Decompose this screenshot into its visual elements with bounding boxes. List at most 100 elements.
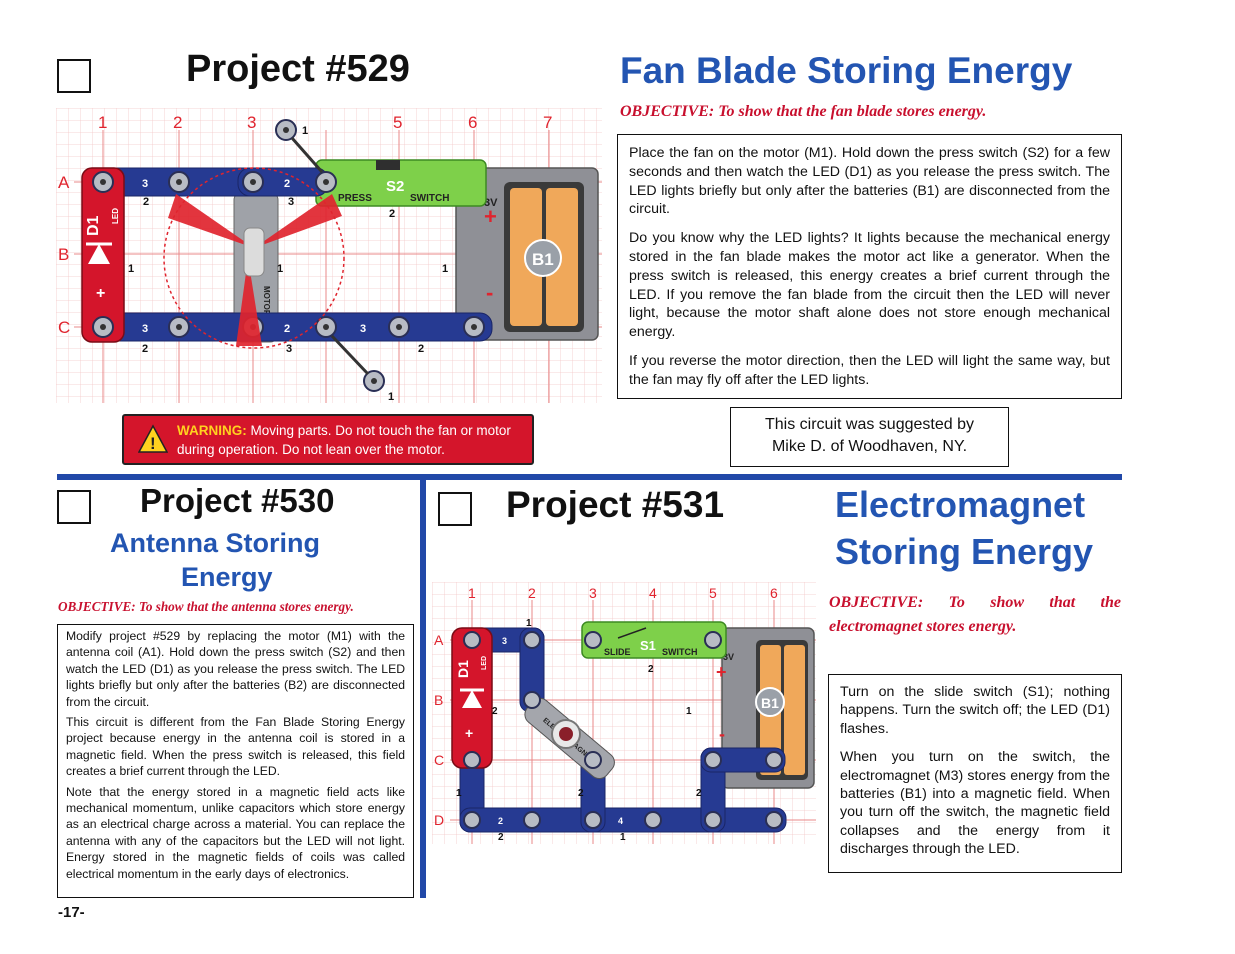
suggested-line1: This circuit was suggested by <box>765 416 974 433</box>
svg-text:2: 2 <box>696 788 702 799</box>
project-531-objective-line1: OBJECTIVE: To show that the <box>829 594 1121 611</box>
project-530-description: Modify project #529 by replacing the mot… <box>57 624 414 898</box>
svg-text:2: 2 <box>578 788 584 799</box>
svg-text:1: 1 <box>620 832 626 843</box>
svg-text:1: 1 <box>302 125 308 137</box>
svg-text:3: 3 <box>286 343 292 355</box>
battery-plus: + <box>716 662 727 682</box>
row-label: D <box>434 812 444 828</box>
svg-text:3: 3 <box>142 178 148 190</box>
column-label: 2 <box>528 585 536 601</box>
suggested-line2: Mike D. of Woodhaven, NY. <box>771 438 968 455</box>
battery-minus: - <box>719 724 725 744</box>
motor-label: MOTOR <box>262 286 271 316</box>
svg-text:2: 2 <box>284 178 290 190</box>
project-529-objective: OBJECTIVE: To show that the fan blade st… <box>620 103 987 120</box>
row-label: A <box>58 173 70 192</box>
battery-label: B1 <box>761 695 779 711</box>
warning-box: ! WARNING: Moving parts. Do not touch th… <box>122 414 534 465</box>
project-529-number: Project #529 <box>186 48 410 90</box>
project-531-number: Project #531 <box>506 484 725 525</box>
warning-text: Moving parts. Do not touch the fan or mo… <box>177 423 511 457</box>
svg-text:3: 3 <box>142 323 148 335</box>
battery-label: B1 <box>532 250 554 269</box>
led-plus: + <box>465 725 473 741</box>
switch-right-label: SWITCH <box>662 647 698 657</box>
slide-switch <box>581 621 727 659</box>
svg-text:2: 2 <box>648 664 654 675</box>
suggested-by-box: This circuit was suggested by Mike D. of… <box>730 407 1009 467</box>
row-label: B <box>58 245 69 264</box>
project-531-checkbox[interactable] <box>438 492 472 526</box>
svg-text:3: 3 <box>288 196 294 208</box>
project-531-circuit-diagram: 1 2 3 4 5 6 A B C D B1 3V + - S1 SLIDE S… <box>432 582 816 844</box>
row-label: B <box>434 692 443 708</box>
paragraph: Do you know why the LED lights? It light… <box>629 230 1110 341</box>
row-label: A <box>434 632 444 648</box>
column-label: 4 <box>649 585 657 601</box>
led-sub-label: LED <box>111 208 120 224</box>
paragraph: Turn on the slide switch (S1); nothing h… <box>840 684 1110 737</box>
battery-minus: - <box>486 280 493 305</box>
project-529-circuit-diagram: 1 2 3 5 6 7 A B C B1 3V + - S2 PRESS SWI… <box>56 108 602 403</box>
svg-text:3: 3 <box>502 636 507 646</box>
page-number: -17- <box>58 904 85 921</box>
project-531-title-line1: Electromagnet <box>835 484 1086 525</box>
warning-triangle-icon: ! <box>138 424 168 453</box>
project-529-description: Place the fan on the motor (M1). Hold do… <box>617 134 1122 399</box>
column-label: 5 <box>393 113 402 132</box>
switch-left-label: SLIDE <box>604 647 631 657</box>
project-531-objective-line2: electromagnet stores energy. <box>829 618 1017 635</box>
warning-label: WARNING: <box>177 423 247 438</box>
led-label: D1 <box>455 660 471 678</box>
svg-text:4: 4 <box>618 816 623 826</box>
column-label: 6 <box>468 113 477 132</box>
svg-text:2: 2 <box>498 832 504 843</box>
project-529-title: Fan Blade Storing Energy <box>620 50 1073 91</box>
svg-text:1: 1 <box>442 263 448 275</box>
switch-label: S1 <box>640 638 656 653</box>
column-label: 1 <box>98 113 107 132</box>
row-label: C <box>434 752 444 768</box>
project-530-objective: OBJECTIVE: To show that the antenna stor… <box>58 599 354 614</box>
svg-text:2: 2 <box>418 343 424 355</box>
column-label: 6 <box>770 585 778 601</box>
project-531-description: Turn on the slide switch (S1); nothing h… <box>828 674 1122 873</box>
column-label: 7 <box>543 113 552 132</box>
battery-voltage: 3V <box>484 197 498 209</box>
project-530-checkbox[interactable] <box>57 490 91 524</box>
paragraph: When you turn on the switch, the electro… <box>840 749 1110 858</box>
project-530-title-line1: Antenna Storing <box>110 528 320 558</box>
battery-voltage: 3V <box>723 652 734 662</box>
battery-plus: + <box>484 204 497 229</box>
section-divider-vertical <box>420 480 426 898</box>
svg-text:1: 1 <box>686 706 692 717</box>
led-plus: + <box>96 285 105 302</box>
column-label: 3 <box>247 113 256 132</box>
paragraph: If you reverse the motor direction, then… <box>629 352 1110 388</box>
section-divider-horizontal <box>57 474 1122 480</box>
svg-text:1: 1 <box>526 618 532 629</box>
paragraph: Place the fan on the motor (M1). Hold do… <box>629 145 1110 218</box>
svg-text:!: ! <box>150 434 156 453</box>
led-label: D1 <box>85 215 102 236</box>
svg-text:2: 2 <box>492 706 498 717</box>
paragraph: This circuit is different from the Fan B… <box>66 715 405 779</box>
column-label: 2 <box>173 113 182 132</box>
row-label: C <box>58 318 70 337</box>
svg-text:1: 1 <box>277 263 283 275</box>
project-529-checkbox[interactable] <box>57 59 91 93</box>
led-sub-label: LED <box>481 656 488 670</box>
svg-text:2: 2 <box>284 323 290 335</box>
paragraph: Note that the energy stored in a magneti… <box>66 784 405 881</box>
svg-text:1: 1 <box>388 391 394 403</box>
switch-left-label: PRESS <box>338 193 372 204</box>
project-531-title-line2: Storing Energy <box>835 531 1094 572</box>
svg-text:3: 3 <box>360 323 366 335</box>
column-label: 3 <box>589 585 597 601</box>
switch-right-label: SWITCH <box>410 193 449 204</box>
svg-text:2: 2 <box>142 343 148 355</box>
project-530-number: Project #530 <box>140 482 335 519</box>
svg-text:2: 2 <box>389 208 395 220</box>
svg-text:1: 1 <box>128 263 134 275</box>
